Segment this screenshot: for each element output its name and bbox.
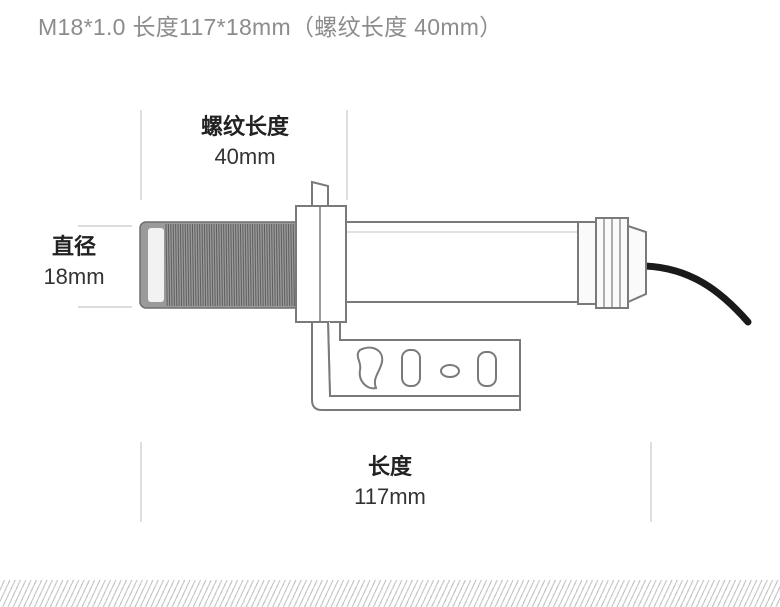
spec-header: M18*1.0 长度117*18mm（螺纹长度 40mm） <box>38 14 503 40</box>
cable <box>641 262 752 326</box>
length-value: 117mm <box>354 484 426 509</box>
sensor-dimension-drawing <box>78 110 752 522</box>
cable-gland <box>577 217 647 309</box>
hatched-footer-divider <box>0 580 780 607</box>
length-label: 长度 117mm <box>300 452 480 512</box>
thread-ridges <box>165 223 300 307</box>
mounting-bracket <box>311 180 521 411</box>
sensor-body <box>344 221 586 303</box>
mounting-nut <box>295 205 347 323</box>
thread-length-label: 螺纹长度 40mm <box>172 112 318 172</box>
threaded-section <box>139 221 301 309</box>
dimension-guide-lines <box>78 110 652 522</box>
diameter-title: 直径 <box>51 234 96 259</box>
length-title: 长度 <box>367 454 412 479</box>
thread-length-value: 40mm <box>214 144 276 169</box>
diameter-label: 直径 18mm <box>24 232 124 292</box>
thread-length-title: 螺纹长度 <box>200 114 289 139</box>
diameter-value: 18mm <box>43 264 105 289</box>
